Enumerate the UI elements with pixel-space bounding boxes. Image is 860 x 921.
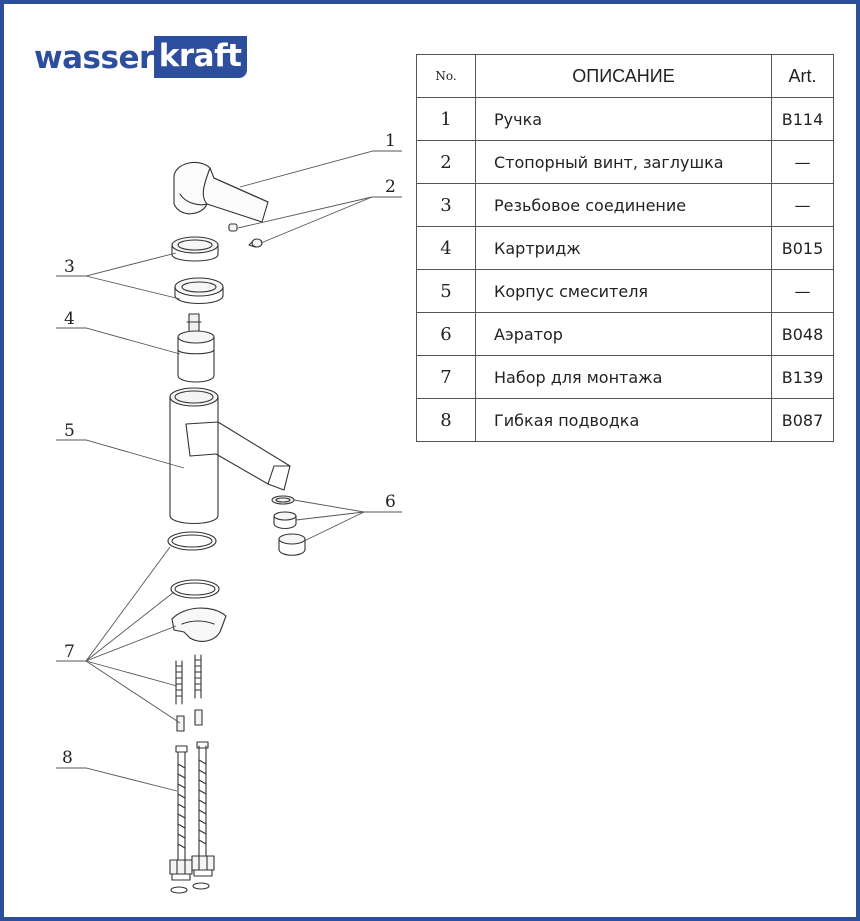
row-description: Стопорный винт, заглушка <box>475 140 772 184</box>
callout-6: 6 <box>385 492 396 512</box>
row-description: Картридж <box>475 226 772 270</box>
aerator-part <box>271 495 306 556</box>
table-row: 8 Гибкая подводка B087 <box>416 398 834 442</box>
row-no: 5 <box>416 269 476 313</box>
row-art: — <box>771 183 834 227</box>
table-row: 5 Корпус смесителя — <box>416 269 834 313</box>
row-art: B087 <box>771 398 834 442</box>
logo-text-wasser: wasser <box>34 40 154 76</box>
row-no: 7 <box>416 355 476 399</box>
row-art: — <box>771 140 834 184</box>
parts-table: No. ОПИСАНИЕ Art. 1 Ручка B114 2 Стопорн… <box>416 54 834 442</box>
row-art: B048 <box>771 312 834 356</box>
row-description: Гибкая подводка <box>475 398 772 442</box>
table-row: 1 Ручка B114 <box>416 97 834 141</box>
table-row: 6 Аэратор B048 <box>416 312 834 356</box>
leader-lines <box>56 150 402 792</box>
handle-part <box>173 161 269 223</box>
row-no: 2 <box>416 140 476 184</box>
mounting-kit-part <box>167 531 227 732</box>
row-no: 1 <box>416 97 476 141</box>
header-description: ОПИСАНИЕ <box>475 54 772 98</box>
header-no: No. <box>416 54 476 98</box>
set-screw-and-plug-part <box>228 223 263 248</box>
flexible-hoses-part <box>169 741 215 894</box>
callout-5: 5 <box>64 421 75 441</box>
threaded-connection-part <box>171 236 224 304</box>
row-description: Резьбовое соединение <box>475 183 772 227</box>
parts-table-header-row: No. ОПИСАНИЕ Art. <box>416 54 834 98</box>
mixer-body-part <box>169 387 291 524</box>
cartridge-part <box>177 313 215 383</box>
table-row: 4 Картридж B015 <box>416 226 834 270</box>
table-row: 2 Стопорный винт, заглушка — <box>416 140 834 184</box>
row-art: — <box>771 269 834 313</box>
callout-1: 1 <box>385 131 396 151</box>
row-no: 4 <box>416 226 476 270</box>
exploded-view-drawing: 1 2 3 4 5 6 7 8 <box>56 131 402 894</box>
row-description: Корпус смесителя <box>475 269 772 313</box>
table-row: 3 Резьбовое соединение — <box>416 183 834 227</box>
callout-7: 7 <box>64 642 75 662</box>
row-no: 8 <box>416 398 476 442</box>
callout-3: 3 <box>64 257 75 277</box>
callout-4: 4 <box>64 309 75 329</box>
logo-text-kraft: kraft <box>153 36 248 78</box>
callout-8: 8 <box>62 748 73 768</box>
callout-2: 2 <box>385 177 396 197</box>
row-art: B114 <box>771 97 834 141</box>
row-art: B015 <box>771 226 834 270</box>
